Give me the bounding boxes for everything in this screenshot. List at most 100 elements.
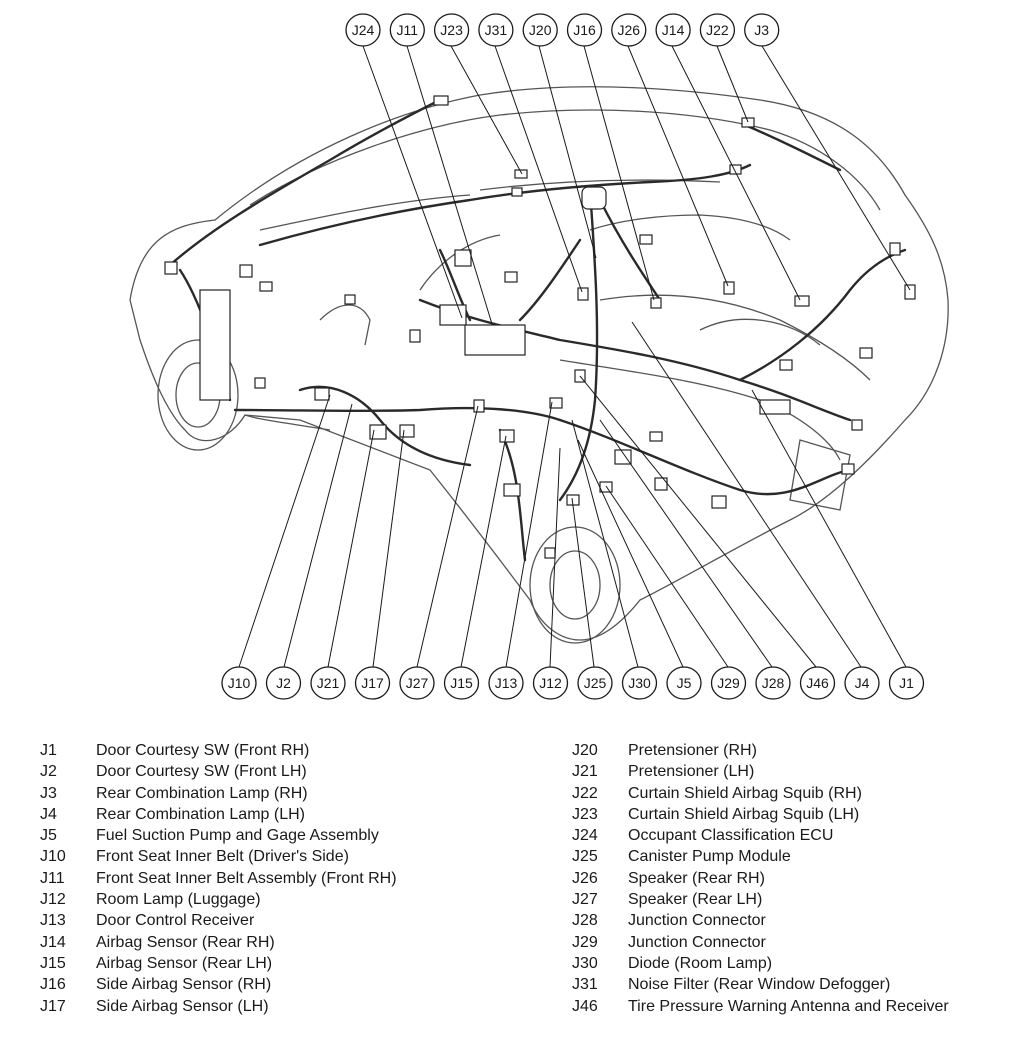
callout-circle (310, 666, 346, 700)
legend-code: J29 (572, 933, 598, 951)
legend-row: J25 Canister Pump Module (572, 846, 949, 867)
callout-circle (522, 13, 558, 47)
legend-row: J16 Side Airbag Sensor (RH) (40, 974, 397, 995)
callout-j4: J4 (844, 666, 880, 700)
callout-label: J25 (584, 675, 607, 691)
callout-j16: J16 (566, 13, 603, 47)
callout-label: J23 (440, 22, 463, 38)
legend-code: J5 (40, 827, 57, 845)
callout-j26: J26 (611, 13, 647, 47)
callout-label: J2 (276, 675, 291, 691)
legend-code: J1 (40, 742, 57, 759)
callout-label: J31 (485, 22, 508, 38)
legend-description: Front Seat Inner Belt (Driver's Side) (96, 848, 349, 866)
legend-description: Tire Pressure Warning Antenna and Receiv… (628, 997, 949, 1015)
legend-code: J11 (40, 869, 65, 887)
callout-label: J3 (754, 22, 769, 38)
legend-code: J28 (572, 912, 598, 930)
callout-circle (443, 666, 480, 700)
legend-description: Door Control Receiver (96, 912, 255, 930)
legend-row: J14 Airbag Sensor (Rear RH) (40, 932, 397, 953)
callout-j5: J5 (666, 666, 702, 700)
callout-label: J14 (662, 22, 685, 38)
callout-circle (621, 666, 658, 700)
legend-code: J10 (40, 848, 66, 866)
callout-j29: J29 (710, 666, 747, 700)
legend-code: J21 (572, 763, 598, 781)
legend-code: J22 (572, 784, 598, 802)
callout-label: J20 (529, 22, 552, 38)
callout-label: J27 (406, 675, 429, 691)
callout-j3: J3 (744, 13, 780, 47)
legend-code: J25 (572, 848, 598, 866)
callout-label: J21 (317, 675, 340, 691)
callout-circle (888, 666, 925, 700)
callout-circle (389, 13, 425, 47)
leader-lines (238, 45, 911, 668)
callout-label: J13 (495, 675, 518, 691)
callout-j46: J46 (799, 666, 836, 700)
callout-circle (577, 666, 613, 700)
legend-description: Diode (Room Lamp) (628, 954, 773, 972)
callout-j25: J25 (577, 666, 613, 700)
callout-circle (799, 666, 836, 700)
legend-code: J2 (40, 763, 57, 781)
legend-code: J31 (572, 976, 598, 994)
callout-circle (744, 13, 780, 47)
legend-code: J24 (572, 827, 598, 845)
legend-code: J16 (40, 976, 66, 994)
callout-circle (433, 13, 470, 47)
legend-description: Junction Connector (628, 933, 766, 951)
legend-code: J17 (40, 997, 66, 1015)
callout-label: J46 (806, 675, 829, 691)
legend-row: J30 Diode (Room Lamp) (572, 953, 949, 974)
legend-description: Junction Connector (628, 912, 766, 930)
legend-description: Canister Pump Module (628, 848, 791, 866)
legend-description: Speaker (Rear LH) (628, 891, 763, 909)
callout-circle (710, 666, 747, 700)
legend-code: J15 (40, 954, 66, 972)
legend-description: Side Airbag Sensor (RH) (96, 976, 272, 994)
legend-description: Room Lamp (Luggage) (96, 891, 261, 909)
legend-description: Noise Filter (Rear Window Defogger) (628, 976, 891, 994)
legend-code: J26 (572, 869, 598, 887)
callout-label: J22 (706, 22, 729, 38)
legend-row: J15 Airbag Sensor (Rear LH) (40, 953, 397, 974)
callout-j21: J21 (310, 666, 346, 700)
callout-label: J10 (228, 675, 251, 691)
callout-j11: J11 (389, 13, 425, 47)
legend-description: Airbag Sensor (Rear LH) (96, 954, 273, 972)
legend-row: J31 Noise Filter (Rear Window Defogger) (572, 974, 949, 995)
callout-circle (699, 13, 736, 47)
legend-row: J2 Door Courtesy SW (Front LH) (40, 761, 397, 782)
car-outline (129, 86, 949, 644)
legend-code: J14 (40, 933, 66, 951)
callout-j23: J23 (433, 13, 470, 47)
legend-code: J27 (572, 891, 598, 909)
callout-circle (666, 666, 702, 700)
legend-code: J4 (40, 805, 57, 823)
legend-code: J30 (572, 954, 598, 972)
legend-description: Airbag Sensor (Rear RH) (96, 933, 275, 951)
legend-description: Rear Combination Lamp (RH) (96, 784, 308, 802)
callout-label: J17 (361, 675, 384, 691)
callout-circle (345, 13, 381, 47)
callout-circle (755, 666, 791, 700)
callout-label: J4 (855, 675, 870, 691)
legend-description: Side Airbag Sensor (LH) (96, 997, 269, 1015)
legend-description: Door Courtesy SW (Front LH) (96, 763, 307, 781)
callout-j17: J17 (354, 666, 391, 700)
legend-row: J28 Junction Connector (572, 910, 949, 931)
